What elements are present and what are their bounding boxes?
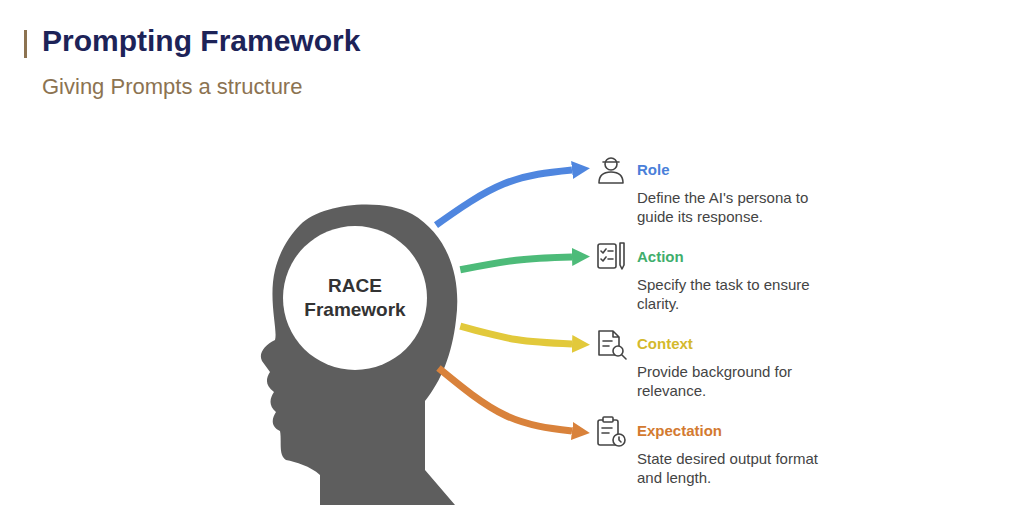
flow-arrow (460, 257, 572, 270)
hub-circle: RACE Framework (280, 223, 430, 373)
item-heading: Expectation (637, 421, 858, 441)
flow-arrow (436, 170, 572, 225)
title-bar (24, 30, 27, 58)
subtitle: Giving Prompts a structure (42, 74, 302, 100)
expectation-icon (598, 417, 625, 446)
item-description: State desired output format and length. (637, 449, 842, 487)
item-description: Define the AI's persona to guide its res… (637, 188, 842, 226)
framework-item: ExpectationState desired output format a… (588, 421, 858, 487)
flow-arrow (438, 368, 572, 431)
context-icon (599, 331, 626, 359)
flow-arrow (460, 326, 572, 344)
diagram-title: Prompting Framework (42, 24, 360, 58)
framework-item: ActionSpecify the task to ensure clarity… (588, 247, 858, 313)
item-description: Specify the task to ensure clarity. (637, 275, 842, 313)
hub-label: RACE Framework (299, 274, 411, 322)
role-icon (599, 158, 623, 183)
framework-item: ContextProvide background for relevance. (588, 334, 858, 400)
item-heading: Action (637, 247, 858, 267)
item-heading: Context (637, 334, 858, 354)
item-description: Provide background for relevance. (637, 362, 842, 400)
item-heading: Role (637, 160, 858, 180)
framework-item: RoleDefine the AI's persona to guide its… (588, 160, 858, 226)
head-circle (283, 226, 427, 370)
head-silhouette (261, 205, 457, 505)
action-icon (598, 243, 624, 269)
